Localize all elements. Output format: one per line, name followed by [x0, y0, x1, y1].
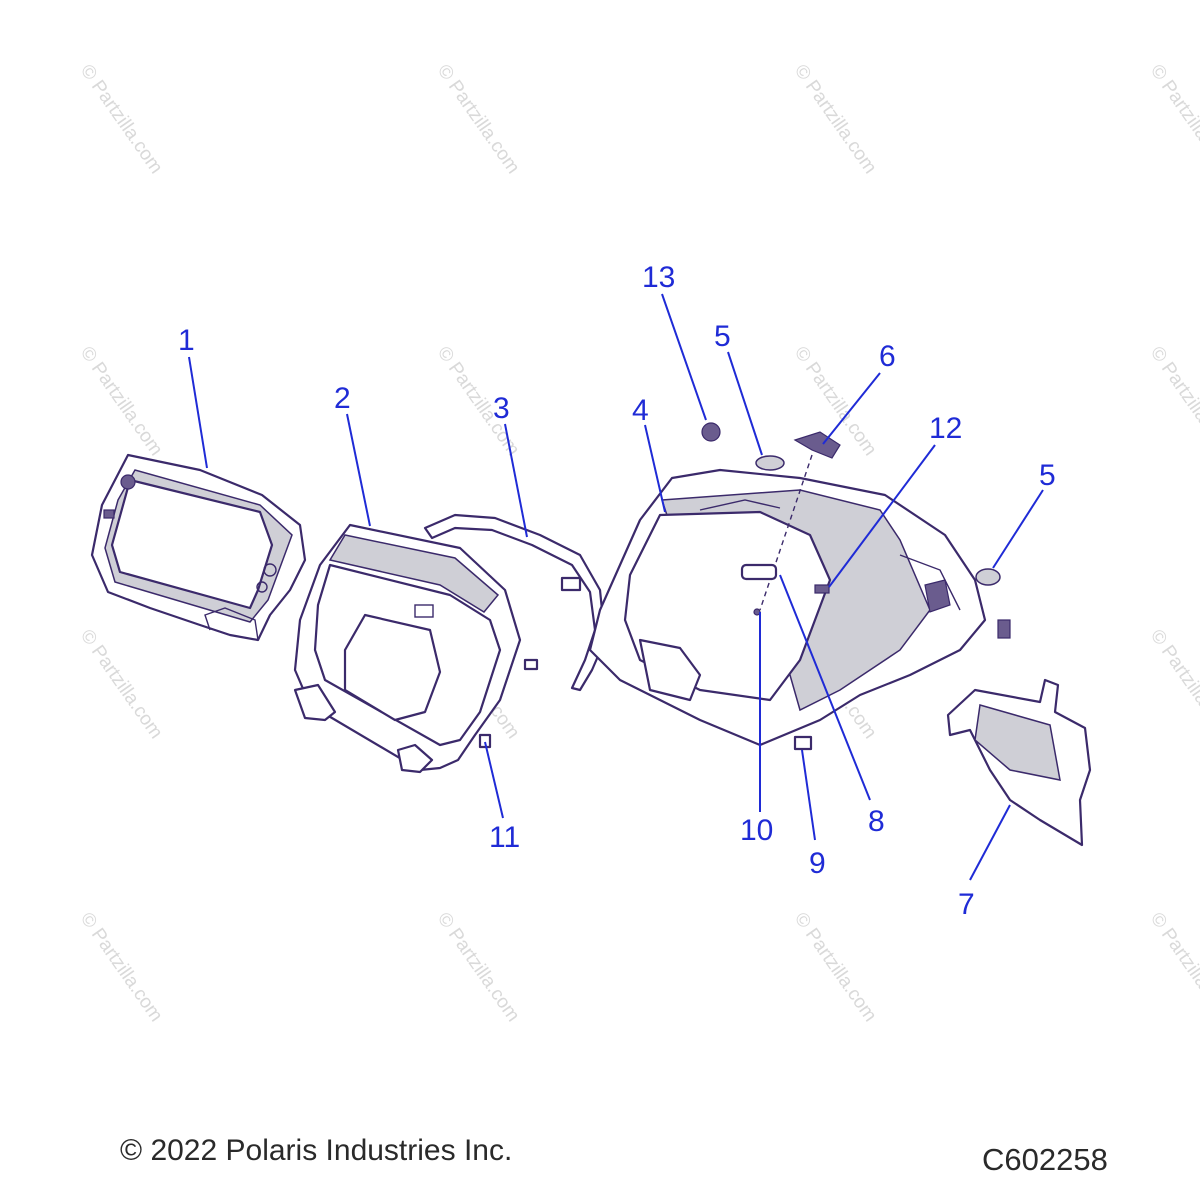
callout-5-left: 5 [714, 320, 731, 353]
plug-13 [701, 422, 721, 442]
part-12-screw [814, 584, 830, 594]
part-11-screw [478, 733, 492, 749]
watermark: © Partzilla.com [790, 909, 881, 1026]
watermark: © Partzilla.com [76, 909, 167, 1026]
watermark: © Partzilla.com [76, 343, 167, 460]
callout-12: 12 [929, 412, 962, 445]
watermark: © Partzilla.com [1146, 343, 1200, 460]
callout-9: 9 [809, 847, 826, 880]
watermark: © Partzilla.com [790, 61, 881, 178]
part-dash-housing [588, 468, 987, 747]
watermark: © Partzilla.com [1146, 61, 1200, 178]
part-closeout-panel [946, 678, 1092, 847]
hardware-items [478, 422, 1011, 751]
watermark: © Partzilla.com [433, 343, 524, 460]
watermark: © Partzilla.com [76, 61, 167, 178]
callout-4: 4 [632, 394, 649, 427]
figure-code: C602258 [982, 1142, 1108, 1177]
callout-3: 3 [493, 392, 510, 425]
part-mounting-bracket [293, 523, 522, 774]
watermark: © Partzilla.com [1146, 909, 1200, 1026]
nut-left [523, 658, 539, 671]
watermark: © Partzilla.com [1146, 626, 1200, 743]
callout-2: 2 [334, 382, 351, 415]
watermark: © Partzilla.com [433, 909, 524, 1026]
watermark: © Partzilla.com [76, 626, 167, 743]
watermark: © Partzilla.com [433, 61, 524, 178]
callout-10: 10 [740, 814, 773, 847]
callout-7: 7 [958, 888, 975, 921]
part-6-clip [793, 431, 841, 459]
spacer-left [560, 576, 582, 592]
callout-13: 13 [642, 261, 675, 294]
callout-1: 1 [178, 324, 195, 357]
part-display-unit [90, 453, 307, 642]
part-9-nut [793, 735, 813, 751]
clip-right [997, 619, 1011, 639]
part-8-bracket [740, 563, 778, 581]
grommet-5-left [755, 455, 785, 471]
callout-labels: 1 2 3 4 13 5 6 12 5 10 8 9 11 7 [178, 261, 1056, 921]
callout-5-right: 5 [1039, 459, 1056, 492]
callout-6: 6 [879, 340, 896, 373]
callout-8: 8 [868, 805, 885, 838]
copyright-notice: © 2022 Polaris Industries Inc. [120, 1134, 513, 1167]
grommet-5-right [975, 568, 1001, 586]
part-tube-frame [423, 513, 607, 692]
leader-lines [188, 293, 1044, 881]
callout-11: 11 [489, 821, 520, 854]
